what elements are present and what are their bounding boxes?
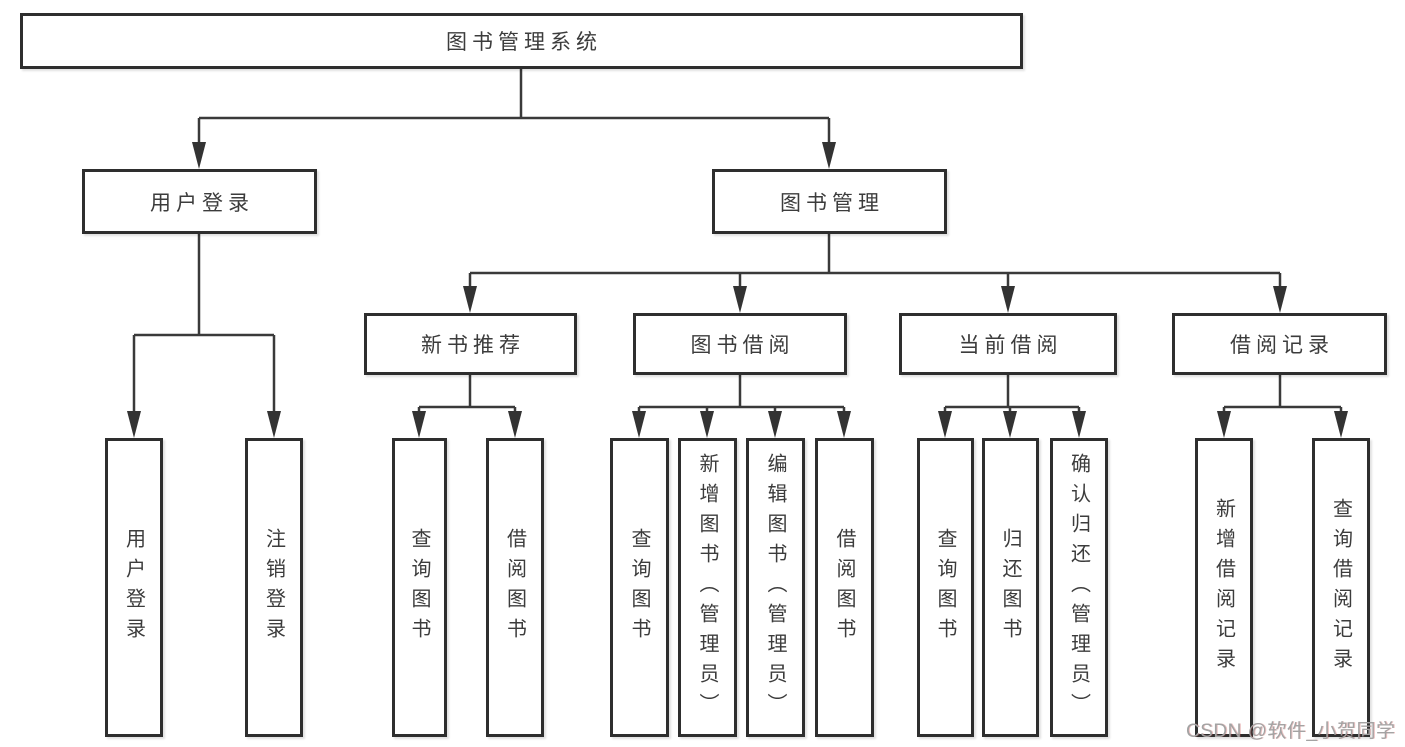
- leaf-query-books: 查询图书: [610, 438, 669, 737]
- leaf-add-books-admin: 新增图书（管理员）: [678, 438, 737, 737]
- node-label: 归还图书: [999, 527, 1021, 648]
- node-label: 图书管理: [780, 191, 884, 215]
- leaf-confirm-return-admin: 确认归还（管理员）: [1050, 438, 1108, 737]
- node-label: 编辑图书（管理员）: [764, 452, 786, 723]
- leaf-return-books: 归还图书: [982, 438, 1039, 737]
- leaf-borrow-books: 借阅图书: [815, 438, 874, 737]
- node-label: 查询图书: [628, 527, 650, 648]
- node-new-book-recommend: 新书推荐: [364, 313, 577, 375]
- leaf-query-borrow-record: 查询借阅记录: [1312, 438, 1370, 737]
- node-label: 查询图书: [934, 527, 956, 648]
- arrowheads: [127, 142, 1348, 438]
- csdn-watermark: CSDN @软件_小贺同学: [1186, 721, 1396, 742]
- node-label: 确认归还（管理员）: [1067, 452, 1090, 723]
- leaf-query-books: 查询图书: [392, 438, 447, 737]
- node-label: 借阅图书: [833, 527, 855, 648]
- node-user-login: 用户登录: [82, 169, 317, 234]
- node-label: 查询图书: [408, 527, 430, 648]
- node-book-borrow: 图书借阅: [633, 313, 847, 375]
- node-label: 查询借阅记录: [1329, 497, 1352, 678]
- leaf-borrow-books: 借阅图书: [486, 438, 544, 737]
- node-label: 借阅图书: [503, 527, 526, 648]
- leaf-logout: 注销登录: [245, 438, 303, 737]
- node-root-system: 图书管理系统: [20, 13, 1023, 69]
- leaf-edit-books-admin: 编辑图书（管理员）: [746, 438, 805, 737]
- node-label: 图书借阅: [690, 334, 795, 357]
- node-label: 借阅记录: [1230, 334, 1334, 357]
- node-label: 当前借阅: [958, 334, 1063, 357]
- node-label: 新书推荐: [421, 334, 525, 357]
- node-label: 新增借阅记录: [1212, 497, 1235, 678]
- node-label: 新增图书（管理员）: [696, 452, 718, 723]
- node-label: 图书管理系统: [446, 31, 602, 54]
- node-borrow-records: 借阅记录: [1172, 313, 1387, 375]
- node-label: 用户登录: [150, 191, 254, 215]
- leaf-user-login: 用户登录: [105, 438, 163, 737]
- node-label: 用户登录: [122, 527, 145, 648]
- leaf-query-books: 查询图书: [917, 438, 974, 737]
- node-label: 注销登录: [262, 527, 285, 648]
- node-book-management: 图书管理: [712, 169, 947, 234]
- node-current-borrow: 当前借阅: [899, 313, 1117, 375]
- leaf-add-borrow-record: 新增借阅记录: [1195, 438, 1253, 737]
